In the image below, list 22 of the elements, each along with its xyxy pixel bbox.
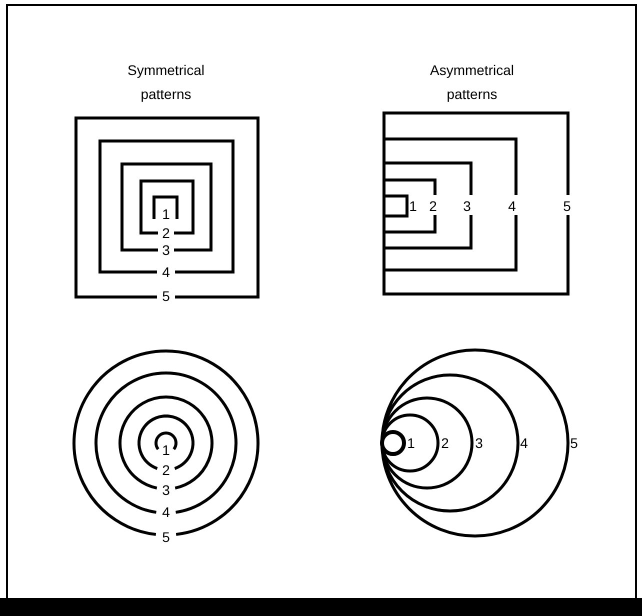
contour-number: 3	[474, 436, 484, 450]
contour-number: 5	[161, 289, 171, 303]
contour-number: 5	[562, 199, 572, 213]
contour-number: 4	[161, 505, 171, 519]
contour-number: 2	[440, 436, 450, 450]
contour-number: 5	[161, 530, 171, 544]
contour-number: 2	[161, 226, 171, 240]
contour-number: 4	[161, 265, 171, 279]
contour-number: 3	[462, 199, 472, 213]
contour-number: 1	[406, 436, 416, 450]
contour-number: 1	[161, 443, 171, 457]
contour-number: 2	[161, 463, 171, 477]
contour-number: 1	[408, 199, 418, 213]
contour-number: 5	[569, 436, 579, 450]
pattern-heading: Asymmetrical patterns	[428, 61, 515, 104]
contour-number: 3	[161, 483, 171, 497]
contour-number: 3	[161, 243, 171, 257]
contour-number: 2	[428, 199, 438, 213]
pattern-heading: Symmetrical patterns	[126, 61, 206, 104]
contour-number: 4	[507, 199, 517, 213]
contour-number: 4	[519, 436, 529, 450]
contour-number: 1	[161, 207, 171, 221]
